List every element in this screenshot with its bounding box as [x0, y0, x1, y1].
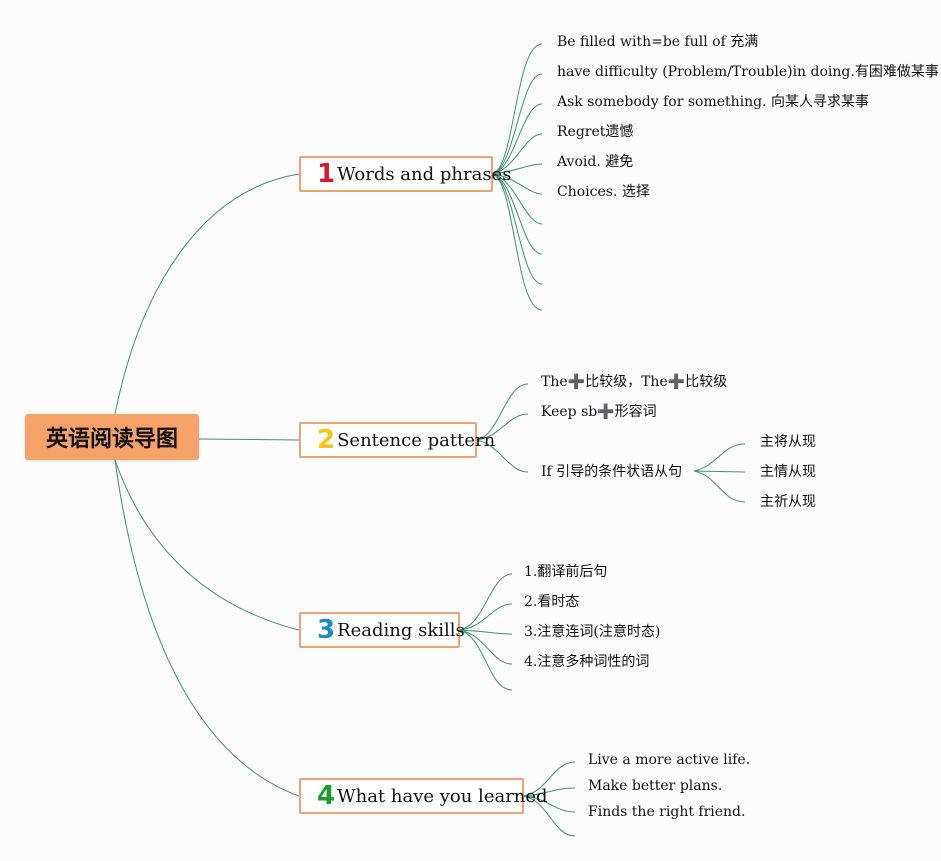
subtopic-detail[interactable]: 主将从现 [760, 434, 816, 450]
subtopic[interactable]: 4.注意多种词性的词 [524, 654, 650, 670]
subtopic[interactable]: 3.注意连词(注意时态) [524, 624, 661, 640]
subtopic[interactable]: Keep sb➕形容词 [541, 404, 657, 420]
subtopic[interactable]: Live a more active life. [588, 752, 751, 768]
subtopic[interactable]: If 引导的条件状语从句 [541, 464, 683, 480]
central-topic[interactable]: 英语阅读导图 [25, 414, 199, 460]
subtopic[interactable]: Finds the right friend. [588, 804, 746, 820]
subtopic[interactable]: Be filled with=be full of 充满 [557, 34, 759, 50]
subtopic[interactable]: Avoid. 避免 [557, 154, 634, 170]
number-3-icon: 3 [317, 615, 336, 645]
topic-label: What have you learned [337, 785, 548, 807]
topic-label: Sentence pattern [337, 429, 496, 451]
number-4-icon: 4 [317, 781, 336, 811]
number-1-icon: 1 [317, 159, 336, 189]
subtopic[interactable]: Ask somebody for something. 向某人寻求某事 [557, 94, 870, 110]
subtopic[interactable]: The➕比较级，The➕比较级 [541, 374, 728, 390]
subtopic[interactable]: Choices. 选择 [557, 184, 650, 200]
topic-sentence-pattern[interactable]: 2 Sentence pattern [299, 422, 495, 458]
number-2-icon: 2 [317, 425, 336, 455]
subtopic-detail[interactable]: 主情从现 [760, 464, 816, 480]
topic-label: Words and phrases [337, 163, 512, 185]
subtopic[interactable]: 1.翻译前后句 [524, 564, 608, 580]
topic-label: Reading skills [337, 619, 465, 641]
topic-words-and-phrases[interactable]: 1 Words and phrases [299, 156, 511, 192]
subtopic[interactable]: 2.看时态 [524, 594, 580, 610]
subtopic-detail[interactable]: 主祈从现 [760, 494, 816, 510]
topic-what-have-you-learned[interactable]: 4 What have you learned [299, 778, 548, 814]
subtopic[interactable]: have difficulty (Problem/Trouble)in doin… [557, 64, 939, 80]
topic-reading-skills[interactable]: 3 Reading skills [299, 612, 465, 648]
subtopic[interactable]: Make better plans. [588, 778, 723, 794]
subtopic[interactable]: Regret遗憾 [557, 124, 634, 140]
